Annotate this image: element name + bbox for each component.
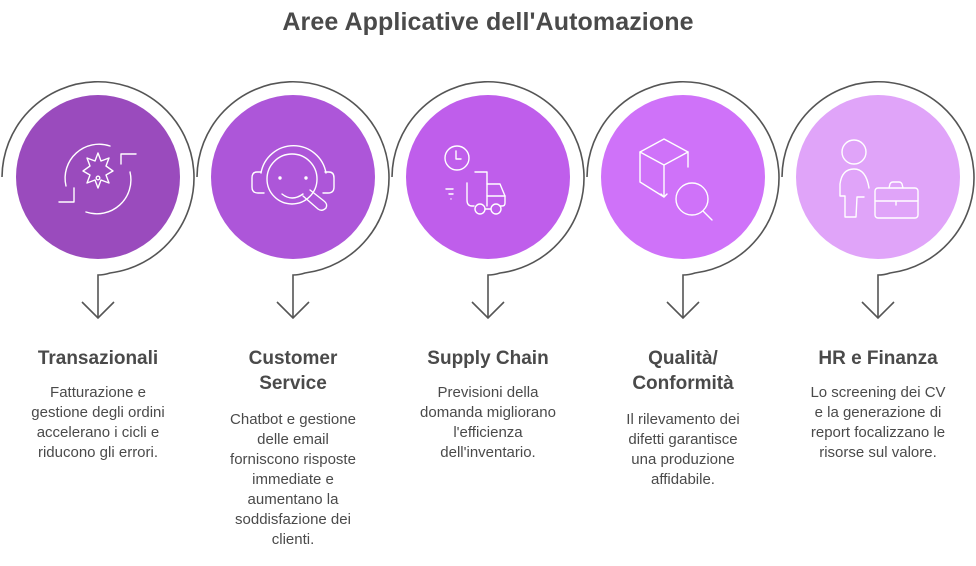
step-text-1: Transazionali Fatturazione e gestione de… xyxy=(8,346,188,463)
step-heading: Supply Chain xyxy=(427,348,549,369)
step-text-3: Supply Chain Previsioni della domanda mi… xyxy=(398,346,578,463)
step-description: Il rilevamento dei difetti garantisce un… xyxy=(626,411,740,488)
ring-connector-3 xyxy=(391,81,585,320)
step-heading: Qualità/Conformità xyxy=(632,348,734,394)
step-circle-1 xyxy=(16,95,180,259)
step-description: Chatbot e gestione delle email forniscon… xyxy=(230,411,356,548)
gear-refresh-icon xyxy=(58,143,137,215)
step-text-4: Qualità/Conformità Il rilevamento dei di… xyxy=(593,346,773,490)
step-circle-3 xyxy=(406,95,570,259)
box-inspect-icon xyxy=(639,138,713,221)
connector-rings xyxy=(1,81,975,320)
step-heading: Transazionali xyxy=(37,348,159,369)
diagram-title: Aree Applicative dell'Automazione xyxy=(282,8,694,36)
step-circle-2 xyxy=(211,95,375,259)
person-briefcase-icon xyxy=(839,139,919,219)
step-text-5: HR e Finanza Lo screening dei CV e la ge… xyxy=(788,346,968,463)
step-heading: HR e Finanza xyxy=(818,348,938,369)
step-description: Fatturazione e gestione degli ordini acc… xyxy=(31,384,165,461)
ring-connector-4 xyxy=(586,81,780,320)
step-circle-5 xyxy=(796,95,960,259)
support-agent-search-icon xyxy=(251,145,335,211)
ring-connector-5 xyxy=(781,81,975,320)
ring-connector-1 xyxy=(1,81,195,320)
step-description: Previsioni della domanda migliorano l'ef… xyxy=(420,384,556,461)
clock-truck-icon xyxy=(444,145,506,215)
step-circle-4 xyxy=(601,95,765,259)
step-description: Lo screening dei CV e la generazione di … xyxy=(810,384,946,461)
ring-connector-2 xyxy=(196,81,390,320)
